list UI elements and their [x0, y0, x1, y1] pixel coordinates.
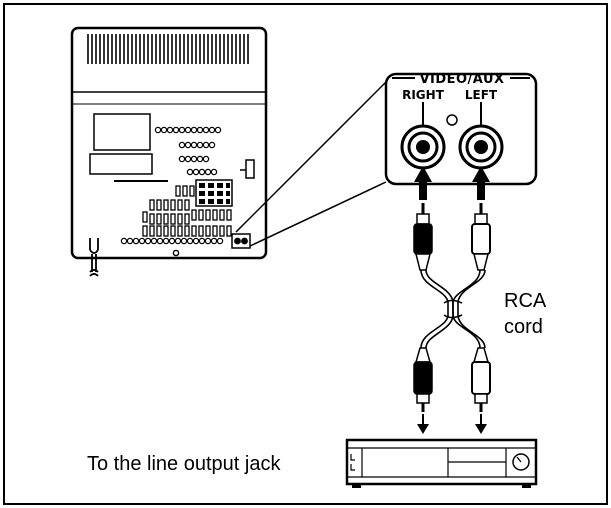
main-unit-rear — [70, 26, 268, 277]
rca-plug-right-top — [413, 203, 433, 271]
connector-block — [195, 179, 233, 207]
down-arrows — [417, 414, 487, 434]
left-jack — [458, 102, 504, 170]
terminal-block — [154, 126, 222, 176]
external-device-vcr — [345, 438, 538, 488]
rca-cord-label-line1: RCA — [504, 290, 547, 312]
vent-grille — [87, 34, 249, 64]
rca-cord — [420, 269, 486, 349]
arrow-right-plug — [414, 166, 432, 200]
rca-plug-right-bottom — [413, 347, 433, 412]
right-channel-label: RIGHT — [402, 88, 445, 102]
rca-plug-left-bottom — [471, 347, 491, 412]
arrow-left-plug — [472, 166, 490, 200]
video-aux-panel: VIDEO/AUX RIGHT LEFT — [384, 72, 538, 186]
power-cord — [89, 238, 99, 277]
unit-aux-jack — [231, 233, 251, 249]
left-channel-label: LEFT — [465, 88, 498, 102]
zoom-leader-lines — [235, 81, 387, 247]
insert-arrows — [414, 166, 490, 200]
rca-cord-label-line2: cord — [504, 316, 543, 338]
rca-plug-left-top — [471, 203, 491, 271]
diagram-frame — [3, 3, 608, 505]
device-caption: To the line output jack — [87, 453, 281, 475]
panel-title: VIDEO/AUX — [419, 72, 504, 87]
